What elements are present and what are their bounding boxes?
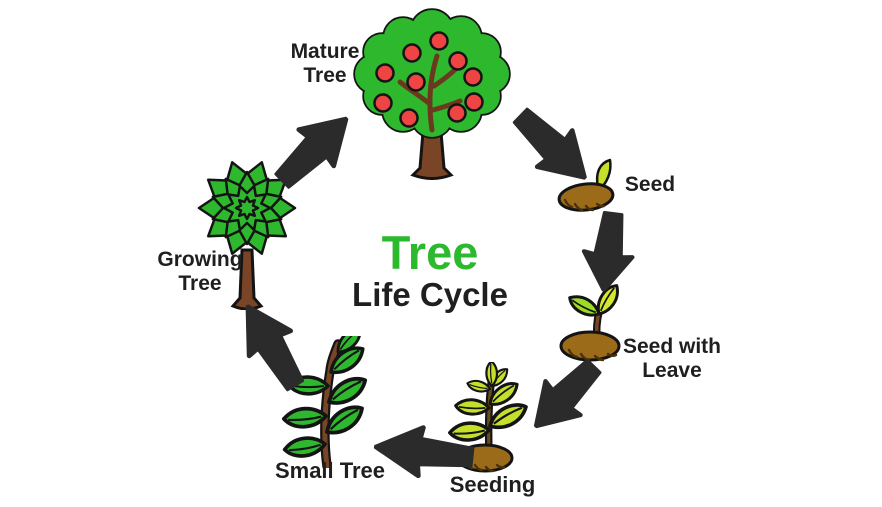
title-subtitle: Life Cycle [352, 276, 508, 313]
arrow-seed-to-seed-with-leave-icon [572, 208, 640, 295]
label-seed-with-leave: Seed with Leave [622, 335, 722, 382]
label-mature-tree: Mature Tree [290, 40, 360, 87]
diagram-title: Tree Life Cycle [325, 229, 535, 314]
seed-with-leaves-icon [556, 280, 651, 372]
label-growing-tree: Growing Tree [157, 248, 243, 295]
label-seed: Seed [624, 173, 676, 196]
growing-tree-icon [190, 160, 305, 310]
label-seeding: Seeding [449, 472, 536, 497]
arrow-seeding-to-small-tree-icon [371, 415, 477, 484]
title-accent: Tree [381, 226, 479, 279]
sapling-icon [278, 336, 378, 468]
label-small-tree: Small Tree [274, 458, 386, 483]
sprouting-seed-icon [548, 158, 626, 216]
mature-apple-tree-icon [350, 8, 515, 180]
